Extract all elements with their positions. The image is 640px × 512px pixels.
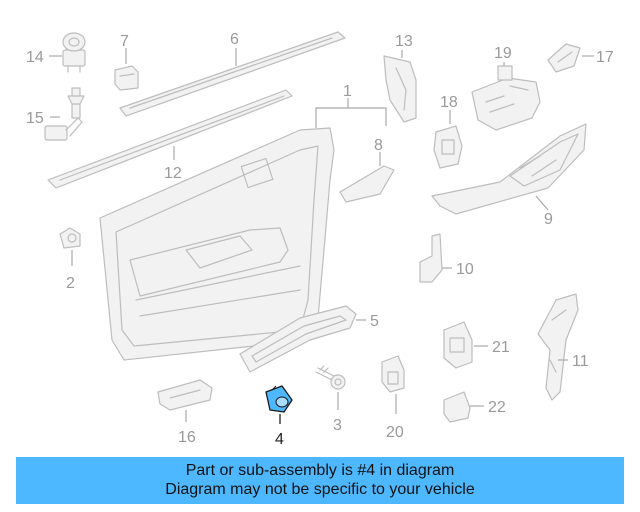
part-22-switch: [443, 391, 471, 423]
part-21-switch: [443, 321, 473, 369]
callout-20: 20: [386, 424, 404, 441]
callout-19: 19: [494, 45, 512, 62]
callout-6: 6: [230, 31, 239, 48]
part-7-clip: [114, 65, 139, 91]
callout-5: 5: [370, 313, 379, 330]
part-14-clip: [62, 32, 86, 73]
part-2-push-pin: [59, 227, 81, 249]
part-5-armrest-pad: [239, 305, 357, 373]
callout-18: 18: [440, 94, 458, 111]
banner-line-part-info: Part or sub-assembly is #4 in diagram: [185, 462, 455, 479]
part-15-pin-clip: [44, 87, 85, 141]
part-4-grommet-highlighted: [265, 385, 293, 413]
callout-3: 3: [333, 417, 342, 434]
callout-10: 10: [456, 261, 474, 278]
part-20-clip: [381, 355, 405, 393]
callout-9: 9: [544, 211, 553, 228]
callout-13: 13: [395, 33, 413, 50]
part-13-bracket: [383, 55, 417, 123]
part-12-molding: [47, 89, 293, 189]
part-3-screw: [315, 365, 346, 390]
callout-1: 1: [343, 83, 352, 100]
info-banner: Part or sub-assembly is #4 in diagram Di…: [16, 457, 624, 504]
part-9-switch-bezel: [431, 123, 587, 215]
callout-4: 4: [275, 431, 284, 448]
callout-22: 22: [488, 399, 506, 416]
callout-11: 11: [572, 353, 589, 370]
callout-7: 7: [120, 33, 129, 50]
callout-21: 21: [492, 339, 510, 356]
exploded-parts-diagram: 14 15 7 6 12 1 8: [26, 31, 614, 448]
callout-8: 8: [374, 137, 383, 154]
part-6-weatherstrip: [119, 31, 346, 117]
part-11-bracket: [537, 293, 579, 401]
part-1-door-trim-panel: [99, 127, 335, 361]
callout-14: 14: [26, 49, 44, 66]
banner-line-disclaimer: Diagram may not be specific to your vehi…: [165, 481, 475, 498]
callout-15: 15: [26, 110, 44, 127]
callout-2: 2: [66, 275, 75, 292]
part-17-clip: [547, 43, 581, 73]
callout-16: 16: [178, 429, 196, 446]
callout-17: 17: [596, 49, 614, 66]
callout-12: 12: [164, 165, 182, 182]
part-18-switch: [433, 125, 463, 169]
part-19-switch-assembly: [471, 65, 541, 131]
part-8-trim-piece: [339, 165, 395, 203]
part-16-handle-bezel: [157, 379, 213, 411]
part-10-bracket: [419, 233, 443, 283]
